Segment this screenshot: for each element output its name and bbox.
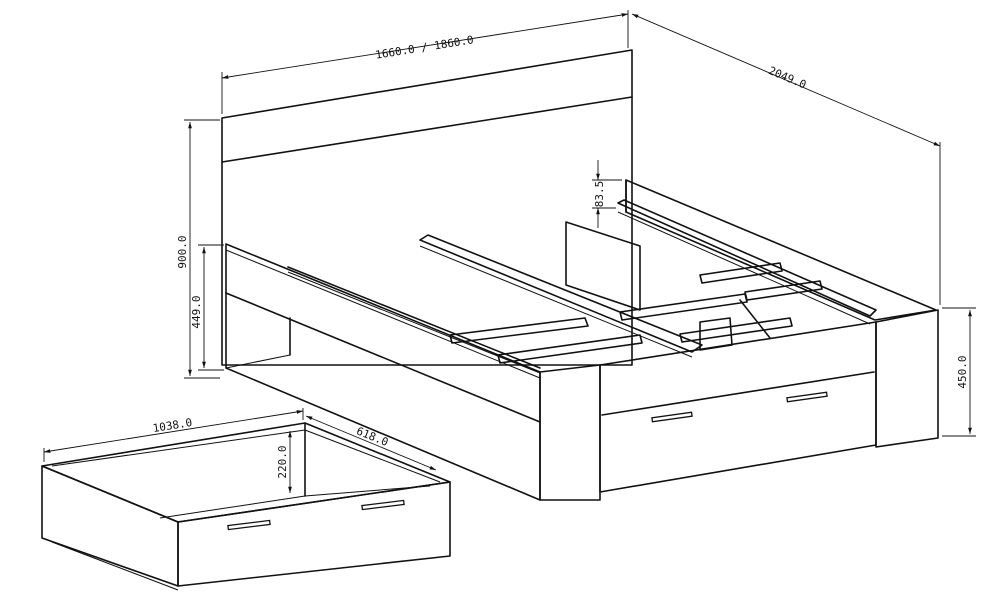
drawer-width-label: 1038.0: [152, 416, 193, 435]
bed-length-label: 2049.0: [767, 64, 809, 91]
drawer-handle-icon: [786, 391, 828, 403]
storage-drawer: [41, 422, 451, 591]
rail-step-label: 83.5: [593, 181, 606, 208]
side-rail-height-label: 449.0: [190, 295, 203, 328]
headboard-height-label: 900.0: [176, 235, 189, 268]
slat-frame: [419, 234, 823, 364]
bed-width-label: 1660.0 / 1860.0: [374, 33, 474, 61]
headboard: [221, 49, 633, 366]
bed-end-height-label: 450.0: [956, 355, 969, 388]
drawer-handle-icon: [651, 411, 693, 423]
dimension-lines: [43, 10, 976, 493]
dimension-labels: 1660.0 / 1860.0 2049.0 900.0 449.0 83.5 …: [152, 33, 969, 478]
left-side-rail: [225, 243, 541, 501]
drawer-handle-icon: [227, 519, 271, 531]
drawer-height-label: 220.0: [276, 445, 289, 478]
drawer-handle-icon: [361, 499, 405, 511]
right-side-rail: [565, 179, 937, 325]
foot-end: [539, 309, 939, 501]
